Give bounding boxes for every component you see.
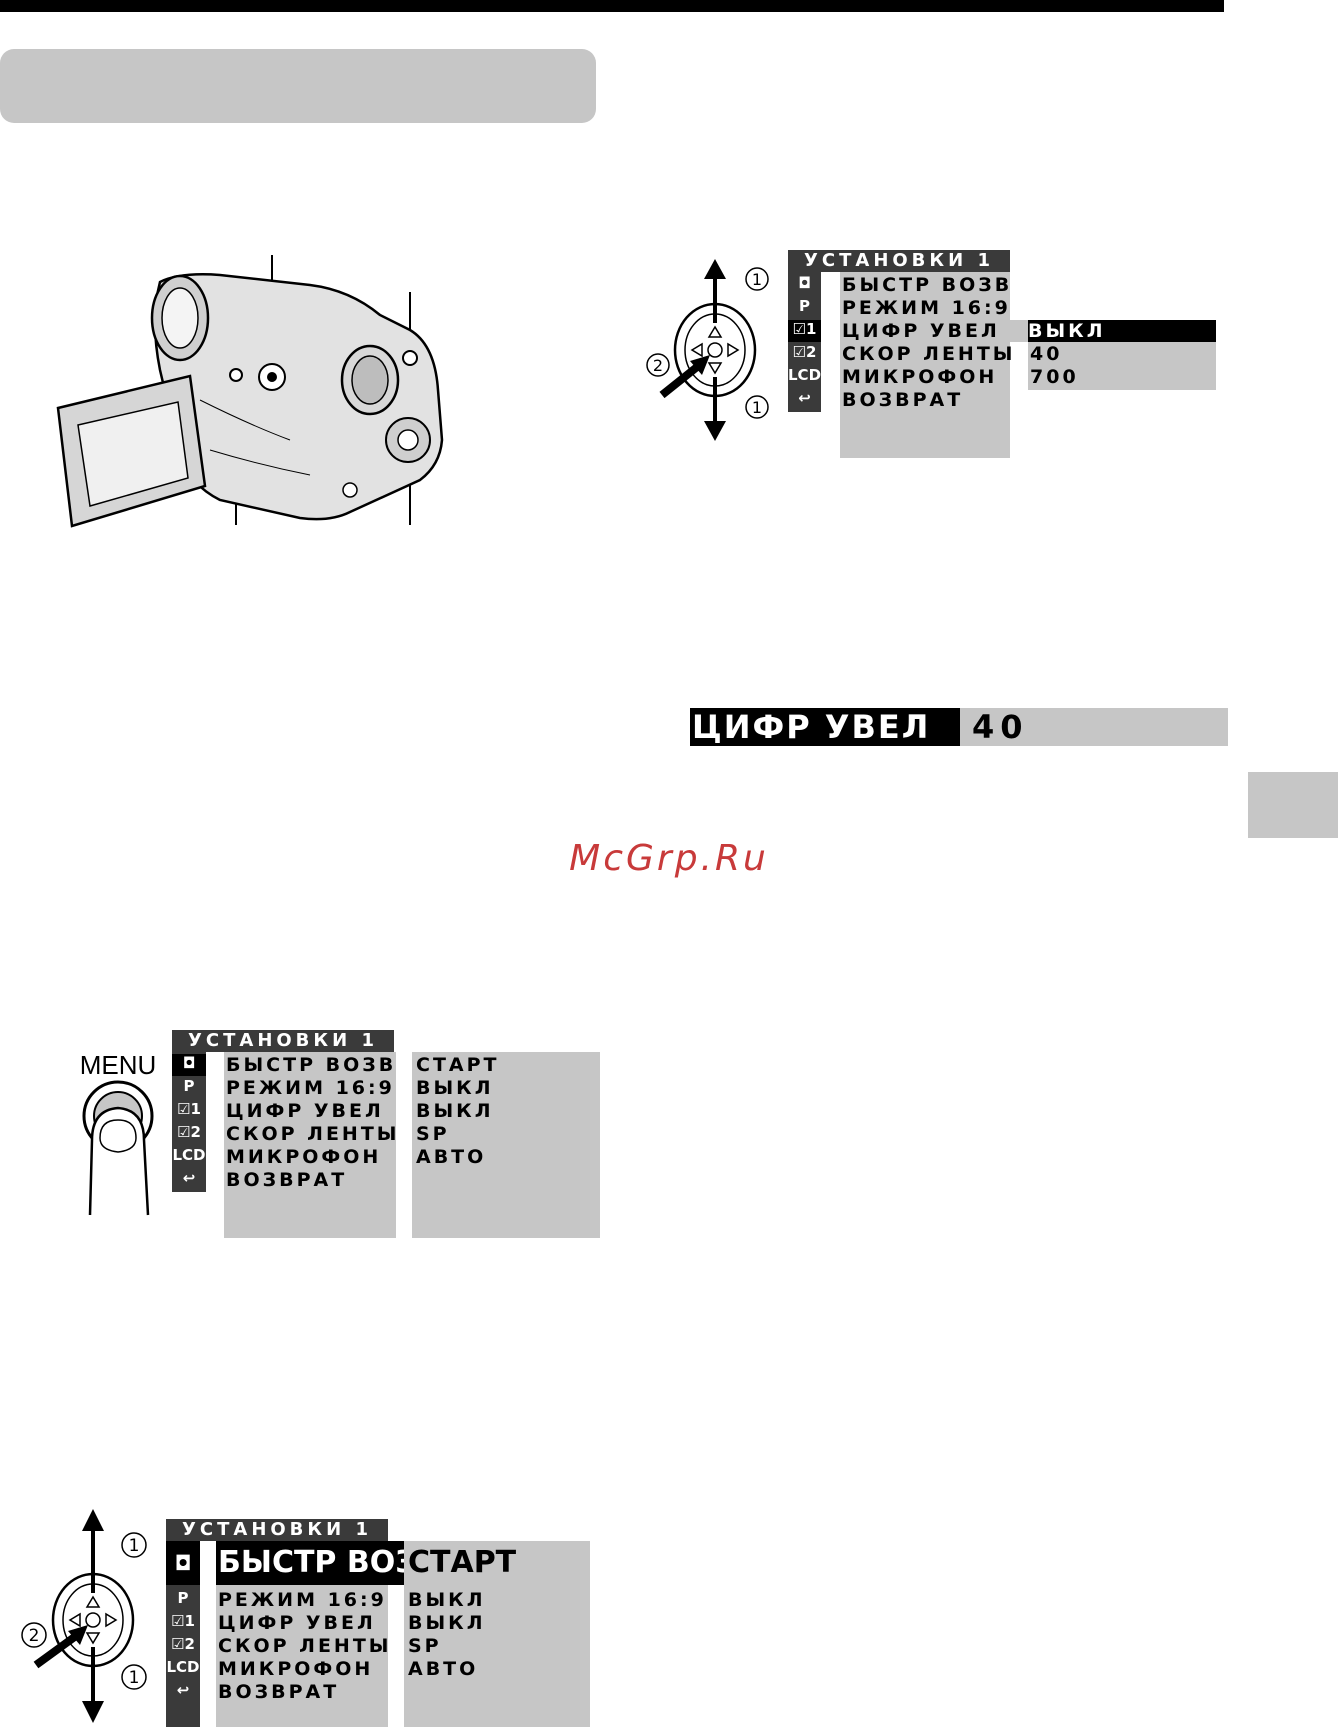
value-quick-return: СТАРТ <box>416 1054 500 1076</box>
value-tape-speed: SP <box>408 1635 442 1657</box>
value-microphone: АВТО <box>408 1658 479 1680</box>
top-rule <box>0 0 1224 12</box>
return-icon: ↩ <box>176 1681 190 1699</box>
menu-item-digital-zoom[interactable]: ЦИФР УВЕЛ <box>218 1612 376 1634</box>
digital-zoom-value: 40 <box>972 708 1029 746</box>
return-icon: ↩ <box>182 1169 196 1187</box>
settings-menu-middle: УСТАНОВКИ 1 ◘ P ☑1 ☑2 LCD ↩ БЫСТР ВОЗВ Р… <box>172 1030 602 1240</box>
menu-icon-column: ◘ P ☑1 ☑2 LCD ↩ <box>166 1541 200 1727</box>
zoom-option-off[interactable]: ВЫКЛ <box>1028 320 1216 342</box>
value-tape-speed: SP <box>416 1123 450 1145</box>
camera-icon: ◘ <box>172 1054 206 1076</box>
menu-item-microphone[interactable]: МИКРОФОН <box>842 366 998 388</box>
step-2-label: 2 <box>653 356 663 375</box>
menu-values: СТАРТ ВЫКЛ ВЫКЛ SP АВТО <box>412 1052 600 1238</box>
value-digital-zoom: ВЫКЛ <box>416 1100 494 1122</box>
menu-item-microphone[interactable]: МИКРОФОН <box>226 1146 382 1168</box>
joystick-diagram-top: 1 2 1 <box>646 259 769 441</box>
menu-item-mode-16-9[interactable]: РЕЖИМ 16:9 <box>842 297 1011 319</box>
menu-item-digital-zoom[interactable]: ЦИФР УВЕЛ <box>840 320 1010 342</box>
camera-icon: ◘ <box>798 274 811 292</box>
digital-zoom-label: ЦИФР УВЕЛ <box>690 708 960 746</box>
menu-item-tape-speed[interactable]: СКОР ЛЕНТЫ <box>226 1123 400 1145</box>
menu-item-quick-return[interactable]: БЫСТР ВОЗВ <box>842 274 1013 296</box>
menu-items: БЫСТР ВОЗВ РЕЖИМ 16:9 ЦИФР УВЕЛ СКОР ЛЕН… <box>216 1541 439 1727</box>
menu-title: УСТАНОВКИ 1 <box>788 250 1010 272</box>
side-tab <box>1248 772 1338 838</box>
step-2-label: 2 <box>29 1626 40 1646</box>
menu-item-return[interactable]: ВОЗВРАТ <box>842 389 964 411</box>
menu-title: УСТАНОВКИ 1 <box>166 1519 388 1541</box>
menu-items: БЫСТР ВОЗВ РЕЖИМ 16:9 ЦИФР УВЕЛ СКОР ЛЕН… <box>840 272 1013 458</box>
menu-item-mode-16-9[interactable]: РЕЖИМ 16:9 <box>218 1589 387 1611</box>
value-microphone: АВТО <box>416 1146 487 1168</box>
zoom-option-40[interactable]: 40 <box>1030 343 1063 365</box>
menu-item-microphone[interactable]: МИКРОФОН <box>218 1658 374 1680</box>
step-1-label-top: 1 <box>752 270 762 289</box>
camcorder-illustration <box>56 255 444 528</box>
value-quick-return: СТАРТ <box>408 1545 517 1580</box>
step-1-label-top: 1 <box>129 1536 140 1556</box>
p-card-icon: P <box>183 1077 195 1095</box>
menu-button-label: MENU <box>79 1050 157 1080</box>
settings-menu-top: УСТАНОВКИ 1 ◘ P ☑1 ☑2 LCD ↩ БЫСТР ВОЗВ Р… <box>788 250 1218 460</box>
digital-zoom-display: ЦИФР УВЕЛ 40 <box>690 708 1228 746</box>
menu-item-return[interactable]: ВОЗВРАТ <box>226 1169 348 1191</box>
menu-item-quick-return[interactable]: БЫСТР ВОЗВ <box>226 1054 397 1076</box>
check-2-icon: ☑2 <box>171 1635 195 1653</box>
step-1-label-bottom: 1 <box>752 398 762 417</box>
menu-item-tape-speed[interactable]: СКОР ЛЕНТЫ <box>218 1635 392 1657</box>
selection-connector <box>1010 320 1028 342</box>
zoom-option-700[interactable]: 700 <box>1030 366 1079 388</box>
menu-title: УСТАНОВКИ 1 <box>172 1030 394 1052</box>
lcd-icon: LCD <box>788 366 822 384</box>
menu-icon-column: ◘ P ☑1 ☑2 LCD ↩ <box>172 1052 206 1192</box>
menu-item-digital-zoom[interactable]: ЦИФР УВЕЛ <box>226 1100 384 1122</box>
zoom-options: ВЫКЛ 40 700 <box>1028 320 1216 390</box>
check-1-icon: ☑1 <box>177 1100 201 1118</box>
menu-icon-column: ◘ P ☑1 ☑2 LCD ↩ <box>788 272 821 412</box>
p-card-icon: P <box>177 1589 189 1607</box>
menu-item-mode-16-9[interactable]: РЕЖИМ 16:9 <box>226 1077 395 1099</box>
menu-item-quick-return[interactable]: БЫСТР ВОЗВ <box>216 1541 439 1585</box>
return-icon: ↩ <box>798 389 811 407</box>
p-card-icon: P <box>799 297 810 315</box>
menu-values: СТАРТ ВЫКЛ ВЫКЛ SP АВТО <box>404 1541 590 1727</box>
step-1-label-bottom: 1 <box>129 1668 140 1688</box>
menu-item-return[interactable]: ВОЗВРАТ <box>218 1681 340 1703</box>
watermark: McGrp.Ru <box>569 838 769 879</box>
check-2-icon: ☑2 <box>792 343 817 361</box>
value-mode-16-9: ВЫКЛ <box>408 1589 486 1611</box>
value-digital-zoom: ВЫКЛ <box>408 1612 486 1634</box>
menu-button-illustration <box>82 1080 154 1216</box>
lcd-icon: LCD <box>166 1658 200 1676</box>
check-1-icon: ☑1 <box>788 320 821 342</box>
settings-menu-bottom: УСТАНОВКИ 1 ◘ P ☑1 ☑2 LCD ↩ БЫСТР ВОЗВ Р… <box>166 1519 596 1727</box>
camera-icon: ◘ <box>166 1541 200 1585</box>
section-header-bar <box>0 49 596 123</box>
value-mode-16-9: ВЫКЛ <box>416 1077 494 1099</box>
check-1-icon: ☑1 <box>171 1612 195 1630</box>
menu-items: БЫСТР ВОЗВ РЕЖИМ 16:9 ЦИФР УВЕЛ СКОР ЛЕН… <box>224 1052 396 1238</box>
joystick-diagram-bottom: 1 2 1 <box>21 1509 147 1723</box>
lcd-icon: LCD <box>172 1146 206 1164</box>
menu-item-tape-speed[interactable]: СКОР ЛЕНТЫ <box>842 343 1016 365</box>
check-2-icon: ☑2 <box>177 1123 201 1141</box>
